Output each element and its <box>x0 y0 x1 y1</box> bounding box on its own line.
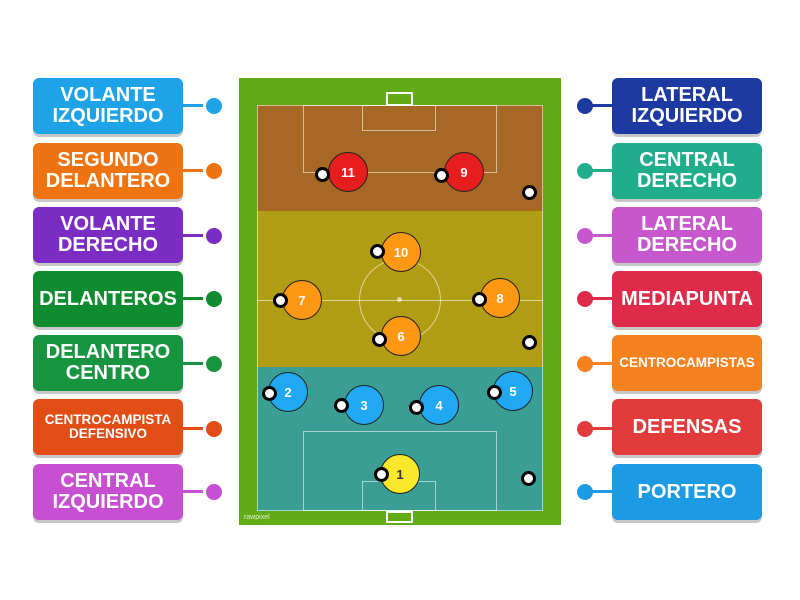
answer-card-delanteros[interactable]: DELANTEROS <box>33 271 183 327</box>
connector-dot[interactable] <box>206 484 222 500</box>
answer-card-centrocampistas[interactable]: CENTROCAMPISTAS <box>612 335 762 391</box>
answer-card-text: CENTRAL IZQUIERDO <box>52 470 164 513</box>
answer-card-text: CENTRAL DERECHO <box>636 149 737 192</box>
connector-line <box>592 490 612 493</box>
player-4: 4 <box>419 385 459 425</box>
answer-card-centrocampista-defensivo[interactable]: CENTROCAMPISTA DEFENSIVO <box>33 399 183 455</box>
player-9: 9 <box>444 152 484 192</box>
drop-target-player-5[interactable] <box>487 385 502 400</box>
answer-card-defensas[interactable]: DEFENSAS <box>612 399 762 455</box>
answer-card-volante-derecho[interactable]: VOLANTE DERECHO <box>33 207 183 263</box>
watermark: rawpixel <box>244 514 270 521</box>
player-7: 7 <box>282 280 322 320</box>
drop-target-player-8[interactable] <box>472 292 487 307</box>
answer-card-lateral-izquierdo[interactable]: LATERAL IZQUIERDO <box>612 78 762 134</box>
answer-card-text: LATERAL IZQUIERDO <box>631 84 743 127</box>
answer-card-volante-izquierdo[interactable]: VOLANTE IZQUIERDO <box>33 78 183 134</box>
answer-card-text: MEDIAPUNTA <box>621 287 753 310</box>
connector-dot[interactable] <box>577 228 593 244</box>
drop-target-attack-zone[interactable] <box>522 185 537 200</box>
connector-line <box>183 362 203 365</box>
player-6: 6 <box>381 316 421 356</box>
answer-card-segundo-delantero[interactable]: SEGUNDO DELANTERO <box>33 143 183 199</box>
answer-card-lateral-derecho[interactable]: LATERAL DERECHO <box>612 207 762 263</box>
connector-dot[interactable] <box>206 421 222 437</box>
connector-dot[interactable] <box>577 98 593 114</box>
connector-line <box>592 427 612 430</box>
player-3: 3 <box>344 385 384 425</box>
connector-dot[interactable] <box>577 484 593 500</box>
drop-target-midfield-zone[interactable] <box>522 335 537 350</box>
answer-card-text: CENTROCAMPISTAS <box>619 354 755 370</box>
answer-card-text: CENTROCAMPISTA DEFENSIVO <box>44 411 172 441</box>
connector-line <box>592 104 612 107</box>
drop-target-player-3[interactable] <box>334 398 349 413</box>
answer-card-central-derecho[interactable]: CENTRAL DERECHO <box>612 143 762 199</box>
center-spot <box>397 297 402 302</box>
drop-target-player-11[interactable] <box>315 167 330 182</box>
answer-card-portero[interactable]: PORTERO <box>612 464 762 520</box>
answer-card-text: PORTERO <box>637 480 737 503</box>
top-goal-area <box>362 105 436 131</box>
answer-card-text: LATERAL DERECHO <box>636 213 737 256</box>
bottom-goal <box>386 511 413 523</box>
drop-target-player-2[interactable] <box>262 386 277 401</box>
drop-target-player-1[interactable] <box>374 467 389 482</box>
connector-dot[interactable] <box>206 163 222 179</box>
drop-target-defense-zone[interactable] <box>521 471 536 486</box>
connector-line <box>183 234 203 237</box>
connector-line <box>592 362 612 365</box>
drop-target-player-9[interactable] <box>434 168 449 183</box>
connector-dot[interactable] <box>206 291 222 307</box>
answer-card-text: DELANTEROS <box>39 287 177 310</box>
connector-line <box>183 104 203 107</box>
drop-target-player-7[interactable] <box>273 293 288 308</box>
answer-card-text: VOLANTE IZQUIERDO <box>52 84 164 127</box>
player-10: 10 <box>381 232 421 272</box>
top-goal <box>386 92 413 106</box>
answer-card-mediapunta[interactable]: MEDIAPUNTA <box>612 271 762 327</box>
player-11: 11 <box>328 152 368 192</box>
connector-line <box>592 297 612 300</box>
connector-dot[interactable] <box>206 356 222 372</box>
answer-card-text: VOLANTE DERECHO <box>57 213 158 256</box>
attack-zone <box>257 105 543 211</box>
connector-line <box>183 169 203 172</box>
connector-dot[interactable] <box>577 163 593 179</box>
connector-dot[interactable] <box>577 291 593 307</box>
connector-dot[interactable] <box>577 421 593 437</box>
drop-target-player-6[interactable] <box>372 332 387 347</box>
drop-target-player-10[interactable] <box>370 244 385 259</box>
answer-card-text: DELANTERO CENTRO <box>45 341 171 384</box>
connector-dot[interactable] <box>577 356 593 372</box>
connector-line <box>183 427 203 430</box>
connector-line <box>592 234 612 237</box>
connector-line <box>183 490 203 493</box>
answer-card-delantero-centro[interactable]: DELANTERO CENTRO <box>33 335 183 391</box>
connector-line <box>592 169 612 172</box>
connector-dot[interactable] <box>206 98 222 114</box>
answer-card-central-izquierdo[interactable]: CENTRAL IZQUIERDO <box>33 464 183 520</box>
answer-card-text: SEGUNDO DELANTERO <box>45 149 171 192</box>
connector-dot[interactable] <box>206 228 222 244</box>
answer-card-text: DEFENSAS <box>632 415 742 438</box>
drop-target-player-4[interactable] <box>409 400 424 415</box>
connector-line <box>183 297 203 300</box>
soccer-field: rawpixel 11 9 10 7 8 6 2 3 4 5 1 <box>239 78 561 525</box>
